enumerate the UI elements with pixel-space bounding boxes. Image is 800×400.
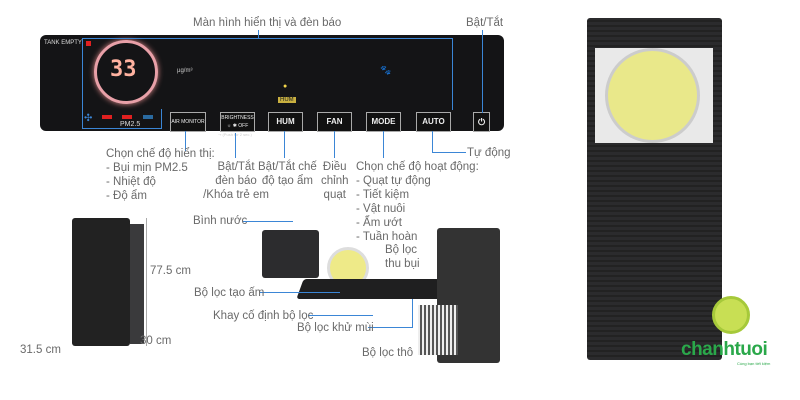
callout-line [308, 315, 373, 316]
callout-line [334, 131, 335, 158]
indicator-pm [122, 115, 132, 119]
callout-line [482, 30, 483, 113]
water-drop-icon: ● [283, 83, 288, 90]
power-callout: Bật/Tắt [466, 17, 504, 29]
purifier-front-image [72, 218, 130, 346]
callout-line [432, 131, 433, 153]
round-filter-image [605, 48, 700, 143]
depth-dimension: 30 cm [140, 335, 172, 347]
auto-callout: Tự động [467, 147, 511, 159]
callout-line [284, 131, 285, 158]
callout-line [185, 131, 186, 151]
pre-filter-image [418, 305, 458, 355]
deodorizing-filter-label: Bộ lọc khử mùi [297, 322, 374, 334]
water-tank-label: Bình nước [193, 215, 248, 227]
pm-label: PM2.5 [120, 121, 141, 128]
callout-line [235, 133, 236, 158]
callout-line [368, 327, 413, 328]
pm-reading: 33 [110, 57, 137, 82]
width-dimension: 31.5 cm [20, 344, 61, 356]
hum-indicator: HUM [278, 97, 296, 103]
pre-filter-label: Bộ lọc thô [362, 347, 414, 359]
humidifying-filter-label: Bộ lọc tạo ấm [194, 287, 265, 299]
fan-button[interactable]: FAN [317, 112, 352, 132]
callout-line [258, 30, 259, 38]
air-monitor-callout: Chọn chế độ hiển thị:- Bụi mịn PM2.5- Nh… [106, 148, 215, 202]
paw-icon: 🐾 [380, 65, 392, 75]
tank-empty-label: TANK EMPTY [44, 40, 82, 46]
display-outline-lower [82, 109, 162, 129]
brightness-button[interactable]: BRIGHTNESS☼ ✱ OFF [220, 112, 255, 132]
water-tank-image [262, 230, 319, 278]
brand-tagline: Cùng bạn tiết kiệm [737, 361, 771, 366]
mode-callout: Chọn chế độ hoạt động:- Quạt tự động- Ti… [356, 161, 479, 243]
power-button[interactable]: ⏻ [473, 112, 490, 132]
child-lock-note: ⊸ (Push for 2 sec.) [218, 132, 252, 137]
brand-logo: chanhtuoi [681, 339, 768, 360]
display-outline [82, 38, 453, 110]
display-callout: Màn hình hiển thị và đèn báo [193, 17, 342, 29]
auto-button[interactable]: AUTO [416, 112, 451, 132]
fan-icon: ✣ [84, 113, 93, 124]
pm-ring: 33 [94, 40, 158, 104]
indicator-humidity [102, 115, 112, 119]
indicator-temp [143, 115, 153, 119]
mode-button[interactable]: MODE [366, 112, 401, 132]
callout-line [260, 292, 340, 293]
unit-label: µg/m³ [177, 68, 193, 74]
height-dimension: 77.5 cm [150, 265, 191, 277]
lime-logo-icon [712, 296, 750, 334]
filter-tray-label: Khay cố định bộ lọc [213, 310, 314, 322]
callout-line [243, 221, 293, 222]
callout-line [412, 299, 413, 327]
hum-button[interactable]: HUM [268, 112, 303, 132]
callout-line [432, 152, 466, 153]
tank-empty-indicator [86, 41, 91, 46]
air-monitor-button[interactable]: AIR MONITOR [170, 112, 206, 132]
height-line [146, 218, 147, 346]
purifier-side-image [130, 224, 144, 344]
callout-line [383, 131, 384, 158]
